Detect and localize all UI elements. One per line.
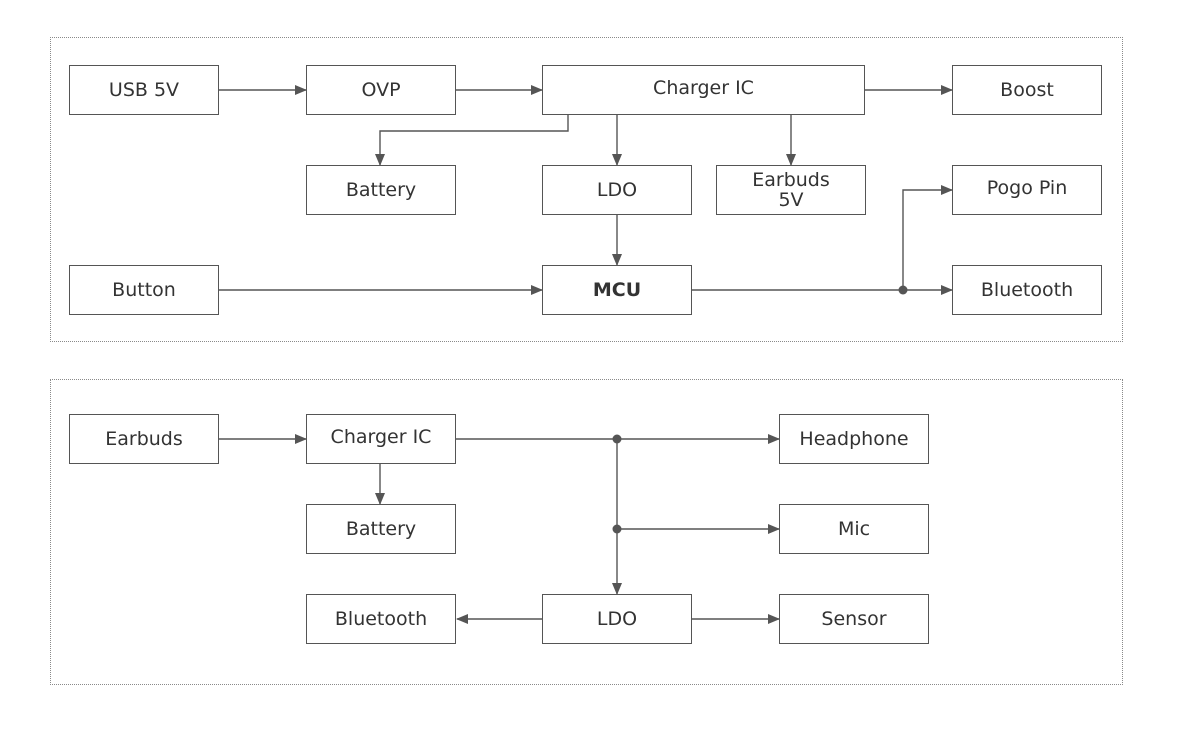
- earbud-ldo-label: LDO: [596, 608, 638, 630]
- boost-block: Boost: [952, 65, 1102, 115]
- mcu-label: MCU: [592, 279, 642, 301]
- battery-label: Battery: [345, 179, 417, 201]
- mic-label: Mic: [837, 518, 871, 540]
- ovp-block: OVP: [306, 65, 456, 115]
- earbuds-5v-label-line1: Earbuds: [752, 169, 830, 191]
- mic-block: Mic: [779, 504, 929, 554]
- boost-label: Boost: [1000, 79, 1054, 101]
- earbud-battery-label: Battery: [345, 518, 417, 540]
- earbuds-5v-block: Earbuds 5V: [716, 165, 866, 215]
- earbud-battery-block: Battery: [306, 504, 456, 554]
- ovp-label: OVP: [361, 79, 401, 101]
- earbuds-label: Earbuds: [105, 428, 183, 450]
- earbud-panel: [50, 379, 1123, 685]
- button-label: Button: [112, 279, 176, 301]
- mcu-block: MCU: [542, 265, 692, 315]
- earbud-charger-ic-block: Charger IC: [306, 414, 456, 464]
- sensor-label: Sensor: [821, 608, 887, 630]
- earbud-bluetooth-label: Bluetooth: [334, 608, 428, 630]
- ldo-label: LDO: [596, 179, 638, 201]
- earbud-bluetooth-block: Bluetooth: [306, 594, 456, 644]
- earbud-charger-ic-label: Charger IC: [330, 426, 432, 448]
- battery-block: Battery: [306, 165, 456, 215]
- charger-ic-label: Charger IC: [653, 77, 754, 99]
- usb-5v-label: USB 5V: [108, 79, 180, 101]
- bluetooth-label: Bluetooth: [980, 279, 1074, 301]
- usb-5v-block: USB 5V: [69, 65, 219, 115]
- button-block: Button: [69, 265, 219, 315]
- earbuds-block: Earbuds: [69, 414, 219, 464]
- pogo-pin-label: Pogo Pin: [986, 177, 1068, 199]
- headphone-label: Headphone: [799, 428, 909, 450]
- charging-case-panel: [50, 37, 1123, 342]
- headphone-block: Headphone: [779, 414, 929, 464]
- bluetooth-block: Bluetooth: [952, 265, 1102, 315]
- sensor-block: Sensor: [779, 594, 929, 644]
- charger-ic-block: Charger IC: [542, 65, 865, 115]
- pogo-pin-block: Pogo Pin: [952, 165, 1102, 215]
- earbuds-5v-label-line2: 5V: [778, 189, 804, 211]
- ldo-block: LDO: [542, 165, 692, 215]
- earbud-ldo-block: LDO: [542, 594, 692, 644]
